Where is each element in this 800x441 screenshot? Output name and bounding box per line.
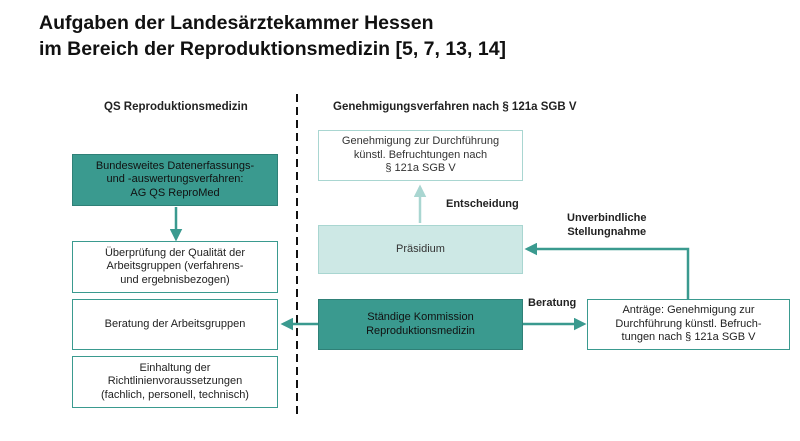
page-title: Aufgaben der Landesärztekammer Hessen im… (39, 10, 506, 62)
approval-box: Genehmigung zur Durchführung künstl. Bef… (318, 130, 523, 181)
presidium-box-label: Präsidium (396, 242, 445, 255)
compliance-box-line-2: Richtlinienvoraussetzungen (107, 375, 243, 388)
commission-box-line-2: Reproduktionsmedizin (366, 324, 475, 337)
commission-box-line-1: Ständige Kommission (367, 311, 474, 323)
applications-box-line-1: Anträge: Genehmigung zur (622, 304, 755, 317)
left-section-heading: QS Reproduktionsmedizin (104, 101, 248, 113)
presidium-box: Präsidium (318, 225, 523, 274)
title-line-2: im Bereich der Reproduktionsmedizin [5, … (39, 38, 507, 60)
label-statement: Unverbindliche Stellungnahme (567, 211, 646, 239)
quality-box-line-2: Arbeitsgruppen (verfahrens- (106, 260, 244, 273)
quality-review-box: Überprüfung der Qualität der Arbeitsgrup… (72, 241, 278, 293)
applications-box-line-3: tungen nach § 121a SGB V (621, 331, 756, 344)
approval-box-line-1: Genehmigung zur Durchführung (341, 135, 500, 148)
right-section-heading: Genehmigungsverfahren nach § 121a SGB V (333, 101, 577, 113)
arrow-applications-to-presidium (524, 242, 690, 299)
national-box-line-2: und -auswertungsverfahren: (106, 173, 244, 186)
title-line-1: Aufgaben der Landesärztekammer Hessen (39, 12, 434, 34)
applications-box: Anträge: Genehmigung zur Durchführung kü… (587, 299, 790, 350)
national-box-line-3: AG QS ReproMed (130, 186, 220, 199)
label-statement-line-1: Unverbindliche (567, 212, 647, 224)
working-group-advice-box: Beratung der Arbeitsgruppen (72, 299, 278, 350)
applications-box-line-2: Durchführung künstl. Befruch- (615, 317, 762, 330)
label-statement-line-2: Stellungnahme (567, 226, 647, 238)
national-box-line-1: Bundesweites Datenerfassungs- (95, 159, 255, 172)
standing-commission-box: Ständige Kommission Reproduktionsmedizin (318, 299, 523, 350)
quality-box-line-1: Überprüfung der Qualität der (104, 246, 246, 259)
approval-box-line-2: künstl. Befruchtungen nach (353, 148, 488, 161)
compliance-box-line-3: (fachlich, personell, technisch) (101, 388, 249, 401)
quality-box-line-3: und ergebnisbezogen) (120, 273, 230, 286)
national-data-procedure-box: Bundesweites Datenerfassungs- und -auswe… (72, 154, 278, 206)
guideline-compliance-box: Einhaltung der Richtlinienvoraussetzunge… (72, 356, 278, 408)
approval-box-line-3: § 121a SGB V (385, 162, 456, 175)
label-decision: Entscheidung (446, 198, 519, 210)
label-advice: Beratung (528, 297, 577, 309)
compliance-box-line-1: Einhaltung der (139, 361, 211, 374)
advice-box-line-1: Beratung der Arbeitsgruppen (104, 317, 246, 330)
